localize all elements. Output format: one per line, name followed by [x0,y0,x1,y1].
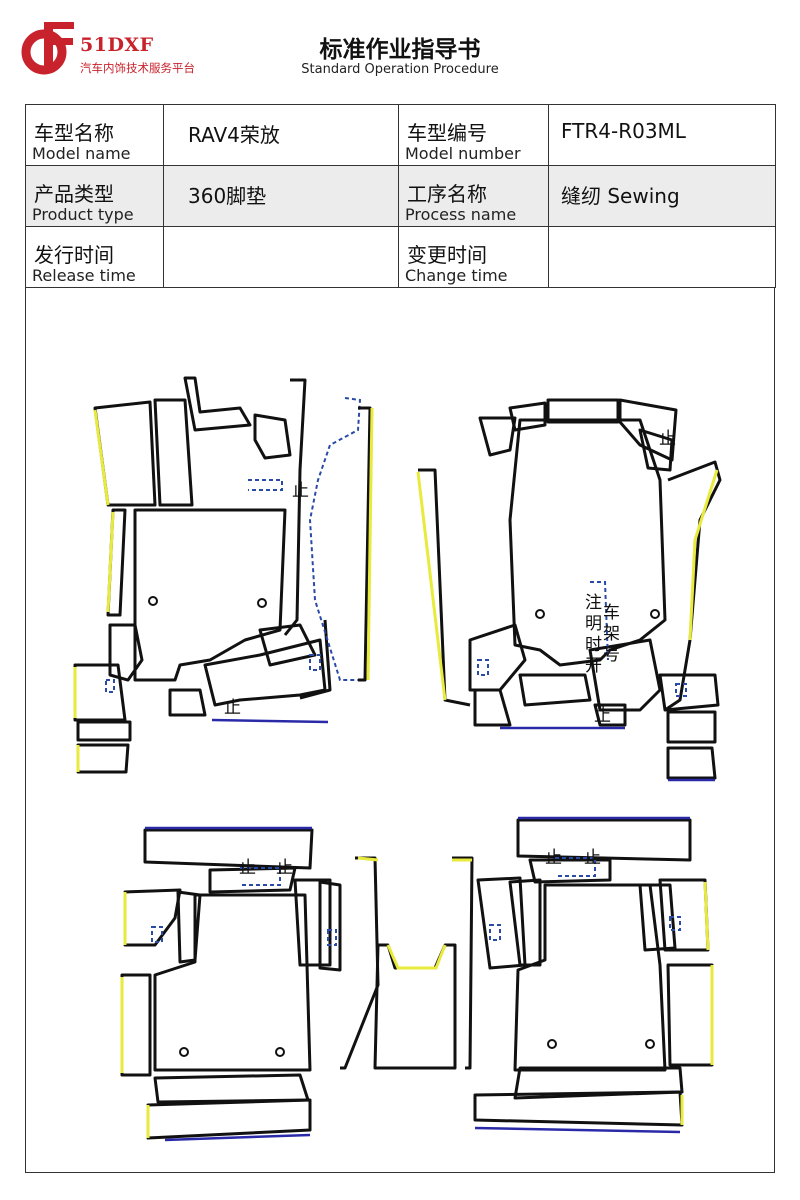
table-row: 车型名称 Model name RAV4荣放 车型编号 Model number… [25,104,776,166]
stop-mark: 止 [545,848,562,868]
stop-mark: 止 [584,848,601,868]
note-char: 注 [585,593,602,613]
change-time-value-cell [548,226,776,288]
stop-mark: 止 [224,698,241,718]
change-time-label-en: Change time [405,266,508,285]
center-hump-mat-group [340,856,474,1070]
note-char: 时 [585,635,602,655]
change-time-label: 变更时间 [407,243,487,267]
model-name-label: 车型名称 [34,121,114,145]
front-right-mat-group [416,398,722,782]
model-number-value-cell: FTR4-R03ML [548,104,776,166]
process-name-label-en: Process name [405,205,517,224]
document-title: 标准作业指导书 [319,37,481,63]
stop-mark: 止 [659,429,676,449]
document-subtitle: Standard Operation Procedure [301,62,499,77]
note-char: 明 [585,614,602,634]
brand-name: 51DXF [80,34,154,56]
table-row: 发行时间 Release time 变更时间 Change time [25,226,776,288]
note-char: 号 [603,645,620,665]
front-left-mat-group [73,376,374,774]
change-time-label-cell: 变更时间 Change time [398,226,549,288]
process-name-label: 工序名称 [407,182,487,206]
release-time-value-cell [163,226,399,288]
stop-mark: 止 [292,481,309,501]
product-type-label-en: Product type [32,205,134,224]
stop-mark: 止 [239,858,256,878]
product-type-label: 产品类型 [34,182,114,206]
table-row: 产品类型 Product type 360脚垫 工序名称 Process nam… [25,165,776,227]
brand-tagline: 汽车内饰技术服务平台 [80,61,195,75]
release-time-label-en: Release time [32,266,136,285]
process-name-value: 缝纫 Sewing [561,184,680,208]
note-char: 架 [603,624,620,644]
model-number-value: FTR4-R03ML [561,119,686,143]
model-name-label-en: Model name [32,144,131,163]
product-type-value-cell: 360脚垫 [163,165,399,227]
stop-mark: 止 [594,706,611,726]
product-type-value: 360脚垫 [188,184,267,208]
process-name-value-cell: 缝纫 Sewing [548,165,776,227]
model-number-label-cell: 车型编号 Model number [398,104,549,166]
info-table: 车型名称 Model name RAV4荣放 车型编号 Model number… [25,104,776,288]
model-name-value: RAV4荣放 [188,123,280,147]
drawing-area [25,287,775,1173]
model-number-label: 车型编号 [407,121,487,145]
rear-left-mat-group [120,826,342,1142]
note-char: 开 [585,656,602,676]
logo-icon [21,22,74,75]
release-time-label-cell: 发行时间 Release time [25,226,164,288]
model-number-label-en: Model number [405,144,521,163]
note-char: 车 [603,603,620,623]
process-name-label-cell: 工序名称 Process name [398,165,549,227]
header: 51DXF 汽车内饰技术服务平台 标准作业指导书 Standard Operat… [0,0,800,100]
release-time-label: 发行时间 [34,243,114,267]
rear-right-mat-group [473,816,714,1134]
stop-mark: 止 [276,858,293,878]
